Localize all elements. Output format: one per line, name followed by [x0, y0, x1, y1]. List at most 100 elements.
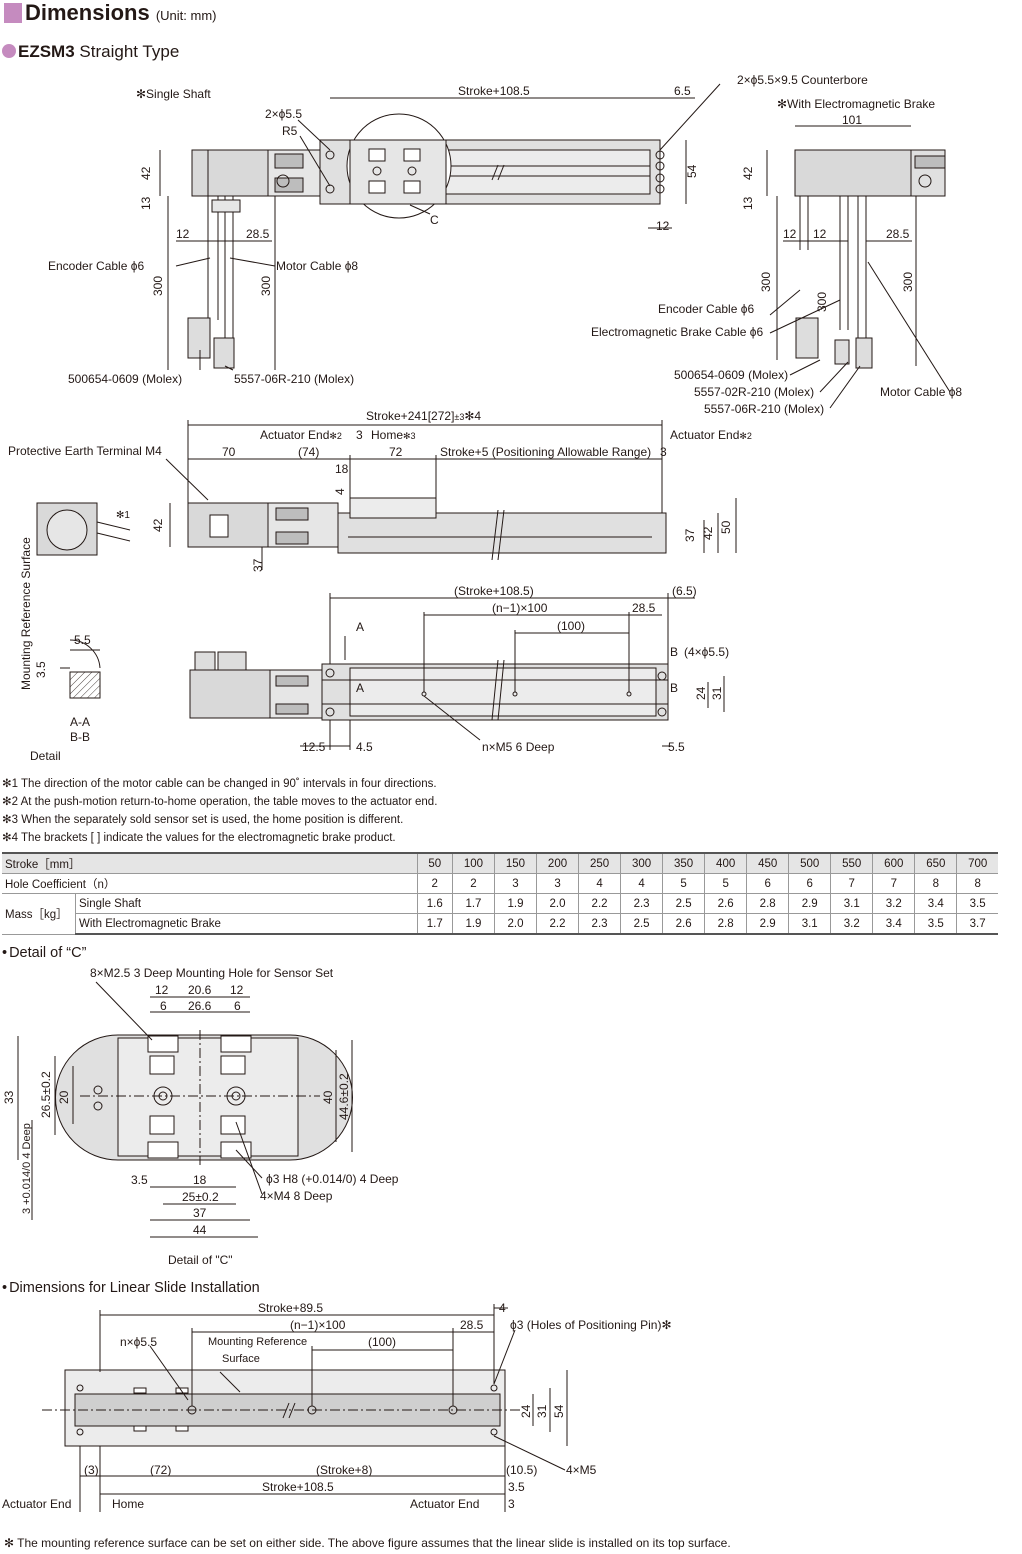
- molex-0609-brake-label: 500654-0609 (Molex): [674, 368, 788, 382]
- dim-300-b: 300: [259, 276, 273, 296]
- dim-37-side: 37: [683, 528, 697, 542]
- actuator-end-left: Actuator End✻2: [260, 428, 342, 442]
- dc-26-6: 26.6: [188, 999, 212, 1013]
- dc-40: 40: [321, 1090, 335, 1104]
- ls-actuator-end-left: Actuator End: [2, 1497, 71, 1511]
- dim-28-5-bot: 28.5: [632, 601, 656, 615]
- ls-28-5: 28.5: [460, 1318, 484, 1332]
- single-cell: 3.2: [872, 893, 915, 914]
- with-brake-label: ✻With Electromagnetic Brake: [777, 97, 935, 111]
- detail-c: [17, 981, 353, 1238]
- section-a-top: A: [356, 620, 364, 634]
- dim-100: (100): [557, 619, 585, 633]
- mass-header: Mass［kg］: [2, 893, 76, 935]
- dim-6-5: 6.5: [674, 84, 691, 98]
- dim-31: 31: [710, 686, 724, 700]
- tapped-holes-label: n×M5 6 Deep: [482, 740, 555, 754]
- ls-stroke-108-5: Stroke+108.5: [262, 1480, 334, 1494]
- dim-37-bottom: 37: [251, 558, 265, 572]
- brake-cell: 2.2: [535, 913, 579, 935]
- hole-header: Hole Coefficient（n）: [2, 873, 418, 894]
- stroke-header: Stroke［mm］: [2, 852, 418, 874]
- single-cell: 1.7: [451, 893, 495, 914]
- dim-42-side-r: 42: [701, 526, 715, 540]
- dim-12-right: 12: [656, 219, 670, 233]
- ls-m5: 4×M5: [566, 1463, 597, 1477]
- dim-r5: R5: [282, 124, 298, 138]
- brake-header: With Electromagnetic Brake: [75, 913, 418, 935]
- molex-06r-brake-label: 5557-06R-210 (Molex): [704, 402, 824, 416]
- dim-42-brake: 42: [741, 166, 755, 180]
- motor-cable-brake-label: Motor Cable ϕ8: [880, 385, 962, 399]
- ls-n-5-5: n×ϕ5.5: [120, 1335, 157, 1349]
- dim-101: 101: [842, 113, 862, 127]
- hole-cell: 4: [620, 873, 663, 894]
- brake-cell: 3.2: [830, 913, 873, 935]
- dim-72: 72: [389, 445, 403, 459]
- encoder-cable-brake-label: Encoder Cable ϕ6: [658, 302, 754, 316]
- note-1: ✻1 The direction of the motor cable can …: [2, 778, 437, 790]
- hole-cell: 8: [956, 873, 998, 894]
- ls-surface: Surface: [222, 1353, 260, 1365]
- dim-18: 18: [335, 462, 349, 476]
- molex-02r-label: 5557-02R-210 (Molex): [694, 385, 814, 399]
- stroke-cell: 100: [451, 852, 495, 874]
- single-cell: 1.9: [493, 893, 537, 914]
- brake-cell: 1.9: [451, 913, 495, 935]
- note-1-marker: ✻1: [116, 510, 130, 521]
- brake-cell: 2.9: [746, 913, 789, 935]
- dim-holes-bot: (4×ϕ5.5): [684, 645, 729, 659]
- dim-300-brake-c: 300: [901, 272, 915, 292]
- dim-12-brake-b: 12: [813, 227, 827, 241]
- side-view: [36, 420, 737, 570]
- brake-cell: 1.7: [416, 913, 453, 935]
- dim-holes-5-5: 2×ϕ5.5: [265, 107, 302, 121]
- dim-300: 300: [151, 276, 165, 296]
- stroke-cell: 50: [416, 852, 453, 874]
- detail-label: Detail: [30, 749, 61, 763]
- hole-cell: 6: [788, 873, 831, 894]
- dim-300-brake-a: 300: [759, 272, 773, 292]
- single-header: Single Shaft: [75, 893, 418, 914]
- molex-06r-label: 5557-06R-210 (Molex): [234, 372, 354, 386]
- dc-20-6: 20.6: [188, 983, 212, 997]
- dc-44-6: 44.6±0.2: [337, 1073, 351, 1120]
- dc-25: 25±0.2: [182, 1190, 219, 1204]
- dc-33: 33: [2, 1090, 16, 1104]
- stroke-cell: 250: [578, 852, 621, 874]
- note-2: ✻2 At the push-motion return-to-home ope…: [2, 796, 438, 808]
- hole-cell: 7: [872, 873, 915, 894]
- dim-42-side: 42: [151, 518, 165, 532]
- section-b-top: B: [670, 645, 678, 659]
- dc-12-a: 12: [155, 983, 169, 997]
- single-cell: 2.9: [788, 893, 831, 914]
- unit-label: (Unit: mm): [155, 8, 217, 23]
- brake-cell: 3.1: [788, 913, 831, 935]
- dim-3: 3: [356, 428, 363, 442]
- brake-cable-label: Electromagnetic Brake Cable ϕ6: [591, 325, 763, 339]
- dc-44: 44: [193, 1223, 207, 1237]
- detail-c-marker: C: [430, 213, 439, 227]
- dc-6-b: 6: [234, 999, 241, 1013]
- section-bb: B-B: [70, 730, 90, 744]
- single-cell: 2.6: [704, 893, 747, 914]
- dc-3-5: 3.5: [131, 1173, 148, 1187]
- ls-3-5: 3.5: [508, 1480, 525, 1494]
- dc-20: 20: [57, 1090, 71, 1104]
- single-cell: 3.5: [956, 893, 998, 914]
- dim-overall: Stroke+241[272]±3✻4: [366, 409, 481, 423]
- stroke-cell: 500: [788, 852, 831, 874]
- ls-n-100: (n−1)×100: [290, 1318, 346, 1332]
- single-shaft-label: ✻Single Shaft: [136, 87, 211, 101]
- dim-70: 70: [222, 445, 236, 459]
- single-cell: 2.2: [578, 893, 621, 914]
- hole-cell: 4: [578, 873, 621, 894]
- top-view: [159, 83, 951, 409]
- stroke-cell: 700: [956, 852, 998, 874]
- stroke-cell: 650: [914, 852, 957, 874]
- stroke-cell: 350: [662, 852, 705, 874]
